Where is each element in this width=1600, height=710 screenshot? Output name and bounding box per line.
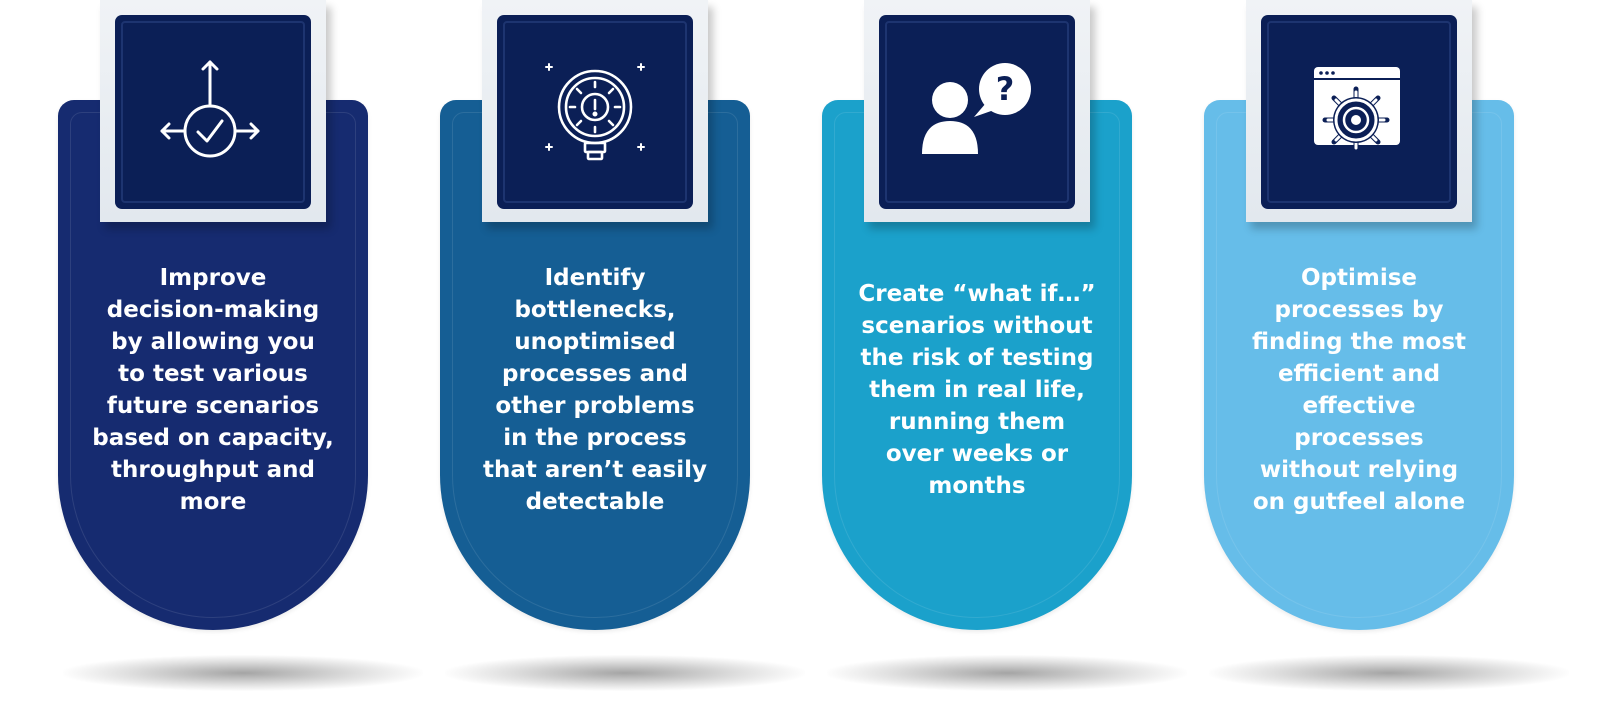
card-optimise-processes: Optimise processes by finding the most e… xyxy=(1204,0,1569,700)
person-question-icon: ? xyxy=(922,63,1031,154)
icon-box xyxy=(115,15,311,209)
card-shadow xyxy=(827,655,1187,691)
icon-box xyxy=(497,15,693,209)
icon-frame xyxy=(100,0,326,222)
svg-text:?: ? xyxy=(996,70,1015,108)
icon-box xyxy=(1261,15,1457,209)
arrows-check-icon xyxy=(160,60,260,158)
card-text: Create “what if…” scenarios without the … xyxy=(858,281,1096,499)
card-shadow xyxy=(445,655,805,691)
gear-alert-icon xyxy=(545,63,645,161)
card-shadow xyxy=(63,655,423,691)
icon-frame xyxy=(482,0,708,222)
icon-frame xyxy=(1246,0,1472,222)
card-text: Improve decision-making by allowing you … xyxy=(92,265,334,515)
card-text: Optimise processes by finding the most e… xyxy=(1251,265,1467,515)
card-decision-making: Improve decision-making by allowing you … xyxy=(58,0,423,700)
browser-gear-icon xyxy=(1314,67,1400,154)
card-identify-bottlenecks: Identify bottlenecks, unoptimised proces… xyxy=(440,0,805,700)
card-shadow xyxy=(1209,655,1569,691)
card-text: Identify bottlenecks, unoptimised proces… xyxy=(482,265,708,515)
icon-frame: ? xyxy=(864,0,1090,222)
icon-box: ? xyxy=(879,15,1075,209)
card-what-if-scenarios: Create “what if…” scenarios without the … xyxy=(822,0,1187,700)
